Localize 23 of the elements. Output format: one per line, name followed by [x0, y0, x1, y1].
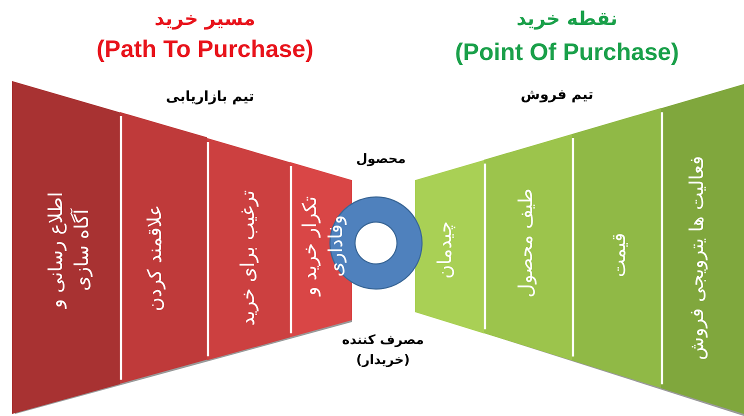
- segment-label: علاقمند کردن: [143, 204, 167, 314]
- title: (Point Of Purchase): [454, 39, 680, 67]
- segment-label: فعالیت ها یترویجی فروش: [685, 154, 709, 362]
- funnel-segment: [12, 81, 120, 414]
- segment-label: چیدمان: [433, 220, 457, 281]
- title: (Path To Purchase): [96, 36, 314, 64]
- funnel-segment: [572, 108, 661, 388]
- funnel-segment: [415, 160, 484, 334]
- funnel-segment: [120, 112, 207, 384]
- title: مسیر خرید: [154, 8, 256, 30]
- ring-label: مصرف کننده (خریدار): [341, 332, 425, 370]
- funnel-segment: [207, 138, 290, 360]
- segment-label: تکرار خرید و وفاداری: [298, 195, 348, 298]
- segment-label: ترغیب برای خرید: [236, 189, 260, 328]
- team-heading: تیم بازاریابی: [166, 89, 254, 105]
- funnel-segment: [661, 84, 744, 414]
- segment-label: طیف محصول: [514, 187, 538, 300]
- segment-label: اطلاع رسانی و آگاه سازی: [44, 190, 94, 311]
- title: نقطه خرید: [516, 8, 618, 30]
- segment-label: قیمت: [607, 232, 631, 280]
- team-heading: تیم فروش: [520, 87, 594, 103]
- funnel-segment: [484, 134, 572, 361]
- ring-label: محصول: [355, 151, 407, 169]
